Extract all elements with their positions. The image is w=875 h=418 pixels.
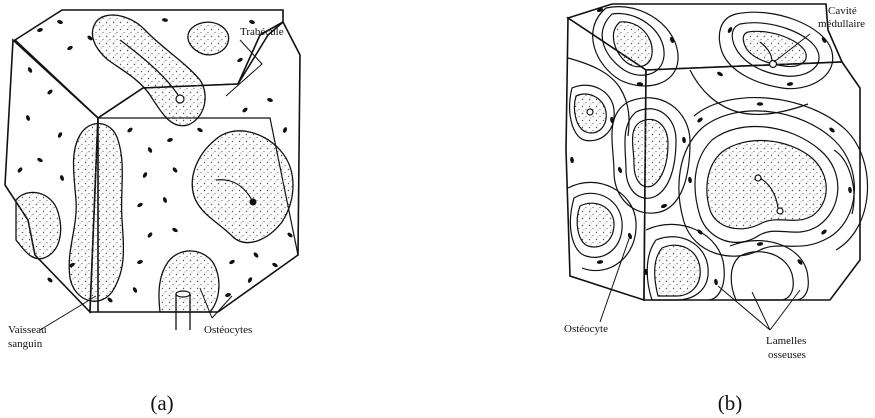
cavity-b-5 bbox=[577, 203, 614, 247]
label-lamelles-2: osseuses bbox=[768, 349, 806, 361]
label-vaisseau-1: Vaisseau bbox=[8, 324, 47, 336]
caption-a: (a) bbox=[150, 391, 173, 415]
leader-vaisseau bbox=[40, 296, 96, 330]
label-cavite-2: médullaire bbox=[818, 18, 865, 30]
label-trabecule: Trabécule bbox=[240, 26, 284, 38]
caption-b: (b) bbox=[718, 391, 743, 415]
cavity-a-5 bbox=[16, 192, 61, 258]
label-osteocyte: Ostéocyte bbox=[564, 323, 608, 335]
cavity-a-3 bbox=[69, 124, 123, 302]
cavity-b-6 bbox=[655, 245, 700, 296]
label-cavite-1: Cavité bbox=[828, 5, 857, 17]
label-vaisseau-2: sanguin bbox=[8, 338, 43, 350]
panel-a-spongy-bone-block: Trabécule Vaisseau sanguin Ostéocytes (a… bbox=[5, 10, 300, 415]
label-lamelles-1: Lamelles bbox=[766, 335, 806, 347]
label-osteocytes: Ostéocytes bbox=[204, 324, 252, 336]
panel-b-lamellar-bone-block: Cavité médullaire Ostéocyte Lamelles oss… bbox=[564, 4, 868, 415]
